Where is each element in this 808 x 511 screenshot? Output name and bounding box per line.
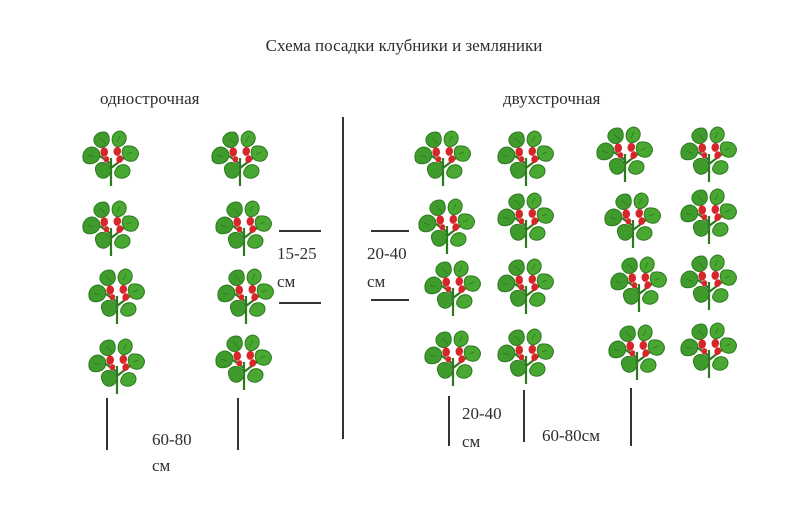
section-divider	[342, 117, 344, 439]
strawberry-plant-icon	[412, 128, 474, 188]
strawberry-plant-icon	[215, 266, 277, 326]
double-row-label: двухстрочная	[503, 89, 601, 108]
single-row-spacing-value: 60-80	[152, 430, 192, 449]
strawberry-plant-icon	[209, 128, 271, 188]
strawberry-plant-icon	[86, 266, 148, 326]
plant-spacing-bottom-tick	[279, 302, 321, 304]
strawberry-plant-icon	[416, 196, 478, 256]
strawberry-plant-icon	[678, 186, 740, 246]
strawberry-plant-icon	[678, 320, 740, 380]
strawberry-plant-icon	[213, 198, 275, 258]
double-plant-spacing-value: 20-40	[367, 244, 407, 263]
strawberry-plant-icon	[495, 128, 557, 188]
row-spacing-left-tick	[106, 398, 108, 450]
strawberry-plant-icon	[213, 332, 275, 392]
strawberry-plant-icon	[608, 254, 670, 314]
inner-spacing-value: 20-40	[462, 404, 502, 423]
strawberry-plant-icon	[80, 198, 142, 258]
strawberry-plant-icon	[594, 124, 656, 184]
row-spacing-right-tick	[237, 398, 239, 450]
strawberry-plant-icon	[86, 336, 148, 396]
diagram-title: Схема посадки клубники и земляники	[265, 36, 543, 55]
single-row-label: однострочная	[100, 89, 200, 108]
double-plant-spacing-top-tick	[371, 230, 409, 232]
plant-spacing-top-tick	[279, 230, 321, 232]
inner-spacing-left-tick	[448, 396, 450, 446]
single-row-spacing-unit: см	[152, 456, 171, 475]
single-plant-spacing-value: 15-25	[277, 244, 317, 263]
strawberry-plant-icon	[495, 326, 557, 386]
inner-spacing-unit: см	[462, 432, 481, 451]
double-plant-spacing-unit: см	[367, 272, 386, 291]
outer-spacing-value: 60-80см	[542, 426, 600, 445]
strawberry-plant-icon	[606, 322, 668, 382]
strawberry-plant-icon	[422, 258, 484, 318]
strawberry-plant-icon	[495, 256, 557, 316]
strawberry-plant-icon	[678, 124, 740, 184]
strawberry-plant-icon	[80, 128, 142, 188]
strawberry-plant-icon	[678, 252, 740, 312]
strawberry-plant-icon	[495, 190, 557, 250]
strawberry-plant-icon	[602, 190, 664, 250]
outer-spacing-right-tick	[630, 388, 632, 446]
double-plant-spacing-bottom-tick	[371, 299, 409, 301]
single-plant-spacing-unit: см	[277, 272, 296, 291]
inner-spacing-right-tick	[523, 390, 525, 442]
strawberry-plant-icon	[422, 328, 484, 388]
